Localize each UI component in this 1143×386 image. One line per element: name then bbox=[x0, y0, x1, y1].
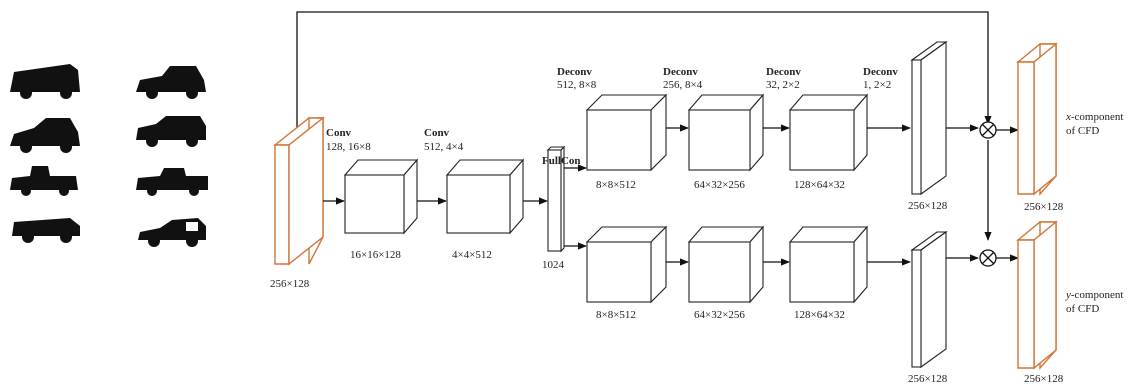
circled-times-icon bbox=[980, 122, 996, 138]
input-size-label: 256×128 bbox=[270, 278, 310, 290]
top-deconv4-params: 1, 2×2 bbox=[863, 79, 891, 91]
car-silhouette-icon bbox=[136, 168, 208, 196]
top-deconv3-output: 128×64×32 bbox=[794, 179, 845, 191]
top-deconv4-name: Deconv bbox=[863, 66, 898, 78]
car-silhouette-icon bbox=[136, 66, 206, 99]
car-silhouette-icon bbox=[10, 64, 80, 99]
car-silhouette-icon bbox=[10, 166, 78, 196]
top-deconv1-output: 8×8×512 bbox=[596, 179, 636, 191]
output-y-line2: of CFD bbox=[1066, 303, 1099, 315]
top-deconv3-params: 32, 2×2 bbox=[766, 79, 800, 91]
conv1-params: 128, 16×8 bbox=[326, 141, 371, 153]
car-silhouette-icon bbox=[12, 218, 80, 243]
bottom-deconv1-output: 8×8×512 bbox=[596, 309, 636, 321]
top-deconv1-block: Deconv 512, 8×8 8×8×512 bbox=[557, 66, 666, 191]
bottom-deconv4-block: 256×128 bbox=[908, 232, 948, 385]
output-x-line2: of CFD bbox=[1066, 125, 1099, 137]
top-deconv2-output: 64×32×256 bbox=[694, 179, 745, 191]
output-x-suffix: -component bbox=[1071, 111, 1124, 123]
top-deconv1-name: Deconv bbox=[557, 66, 592, 78]
top-deconv3-name: Deconv bbox=[766, 66, 801, 78]
conv1-block: Conv 128, 16×8 16×16×128 bbox=[326, 127, 417, 261]
bottom-deconv1-block: 8×8×512 bbox=[587, 227, 666, 321]
car-silhouette-icon bbox=[136, 116, 206, 147]
output-x-layer: x-component of CFD 256×128 bbox=[1018, 44, 1123, 213]
conv2-block: Conv 512, 4×4 4×4×512 bbox=[424, 127, 523, 261]
bottom-deconv4-output: 256×128 bbox=[908, 373, 948, 385]
bottom-deconv2-block: 64×32×256 bbox=[689, 227, 763, 321]
output-x-size: 256×128 bbox=[1024, 201, 1064, 213]
fullcon-block: FullCon 1024 bbox=[542, 147, 581, 271]
conv1-output: 16×16×128 bbox=[350, 249, 401, 261]
conv2-name: Conv bbox=[424, 127, 450, 139]
output-y-layer: y-component of CFD 256×128 bbox=[1018, 222, 1123, 385]
conv1-name: Conv bbox=[326, 127, 352, 139]
bottom-deconv3-output: 128×64×32 bbox=[794, 309, 845, 321]
output-y-suffix: -component bbox=[1071, 289, 1124, 301]
car-silhouette-icon bbox=[138, 218, 206, 247]
car-silhouette-icon bbox=[10, 118, 80, 153]
fullcon-output: 1024 bbox=[542, 259, 565, 271]
input-layer: 256×128 bbox=[270, 118, 323, 290]
bottom-deconv2-output: 64×32×256 bbox=[694, 309, 745, 321]
bottom-deconv3-block: 128×64×32 bbox=[790, 227, 867, 321]
fullcon-name: FullCon bbox=[542, 155, 581, 167]
top-deconv1-params: 512, 8×8 bbox=[557, 79, 597, 91]
circled-times-icon bbox=[980, 250, 996, 266]
output-y-label: y-component bbox=[1065, 289, 1123, 301]
conv2-params: 512, 4×4 bbox=[424, 141, 464, 153]
car-silhouettes bbox=[10, 64, 208, 247]
top-deconv4-output: 256×128 bbox=[908, 200, 948, 212]
top-deconv2-name: Deconv bbox=[663, 66, 698, 78]
output-y-size: 256×128 bbox=[1024, 373, 1064, 385]
conv2-output: 4×4×512 bbox=[452, 249, 492, 261]
output-x-label: x-component bbox=[1065, 111, 1123, 123]
top-deconv4-block: Deconv 1, 2×2 256×128 bbox=[863, 42, 948, 212]
top-deconv2-params: 256, 8×4 bbox=[663, 79, 703, 91]
